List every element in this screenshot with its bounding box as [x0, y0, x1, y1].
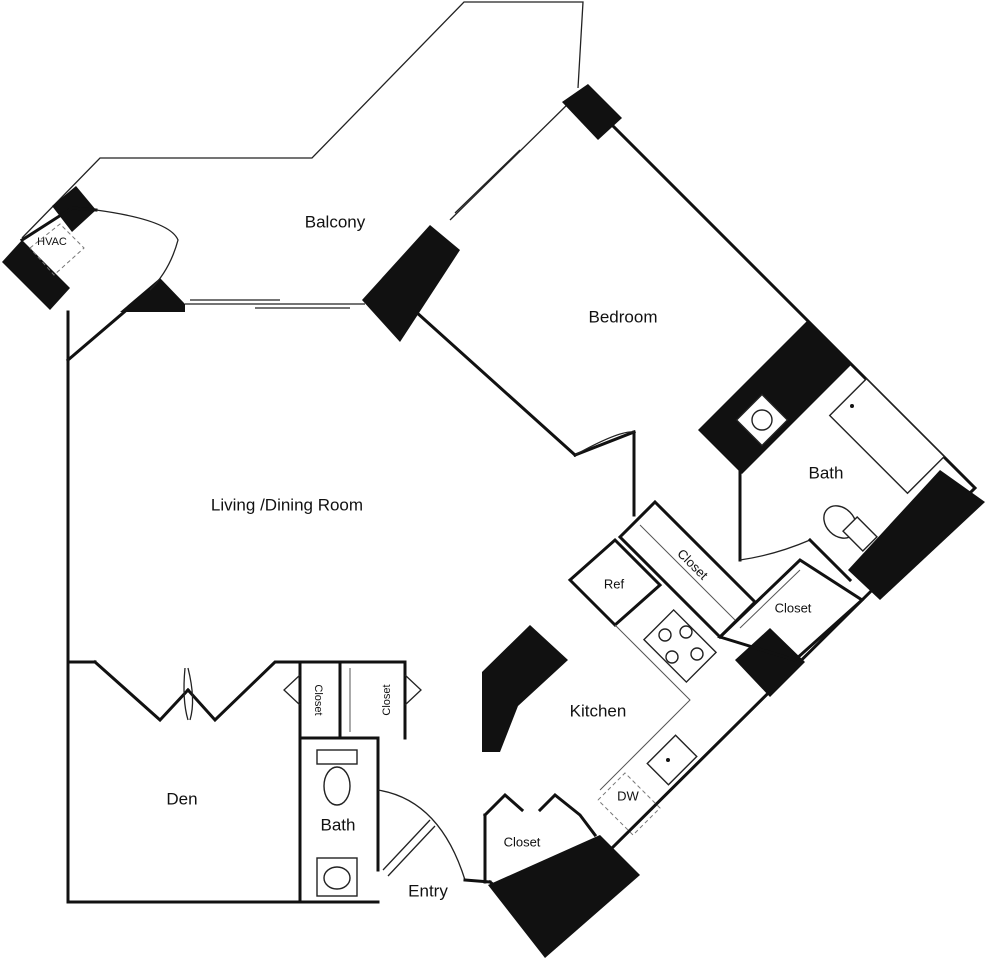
column-bedroom-top [562, 84, 622, 140]
hall-closet: Closet [617, 499, 758, 640]
cooktop-icon [642, 608, 718, 684]
ref-label: Ref [604, 576, 625, 591]
entry-closet: Closet [482, 792, 598, 884]
den-area: Closet Closet Den [66, 659, 422, 904]
column-closet-bottom [735, 628, 805, 697]
kitchen-fixtures: Ref DW Kitchen [567, 537, 718, 836]
hvac-label: HVAC [37, 236, 67, 248]
closet-entry-label: Closet [504, 834, 541, 849]
bath-master-label: Bath [809, 463, 844, 482]
column-bath-right [848, 470, 985, 600]
entry-label: Entry [408, 881, 448, 900]
column-hvac-left [2, 240, 70, 310]
columns [2, 84, 985, 958]
bathtub-icon [828, 377, 946, 495]
bedroom-label: Bedroom [589, 307, 658, 326]
column-kitchen [482, 625, 568, 752]
living-dining-label: Living /Dining Room [211, 495, 363, 514]
half-bath: Bath [316, 736, 436, 897]
hvac-closet: HVAC [19, 206, 179, 291]
bath-closet: Closet [717, 558, 865, 662]
balcony-label: Balcony [305, 212, 366, 231]
entry-door-swing [377, 789, 466, 881]
kitchen-sink-icon [646, 734, 698, 786]
column-entry-bottom [488, 835, 640, 958]
den-label: Den [166, 789, 197, 808]
dw-label: DW [617, 788, 639, 803]
half-bath-toilet-icon [323, 766, 351, 806]
balcony-outline [21, 1, 584, 239]
closet-den-left-label: Closet [312, 684, 324, 715]
closet-bath-label: Closet [775, 600, 812, 615]
half-bath-sink-icon [323, 866, 351, 890]
column-balcony-left [120, 278, 185, 312]
bedroom-door-swing [574, 431, 635, 456]
master-bath: Bath [735, 377, 946, 583]
closet-den-right-label: Closet [381, 684, 393, 715]
kitchen-label: Kitchen [570, 701, 627, 720]
column-balcony-right [362, 225, 460, 342]
column-bedroom-right [698, 320, 852, 474]
bath-half-label: Bath [321, 815, 356, 834]
entry-area: Entry [377, 789, 492, 900]
